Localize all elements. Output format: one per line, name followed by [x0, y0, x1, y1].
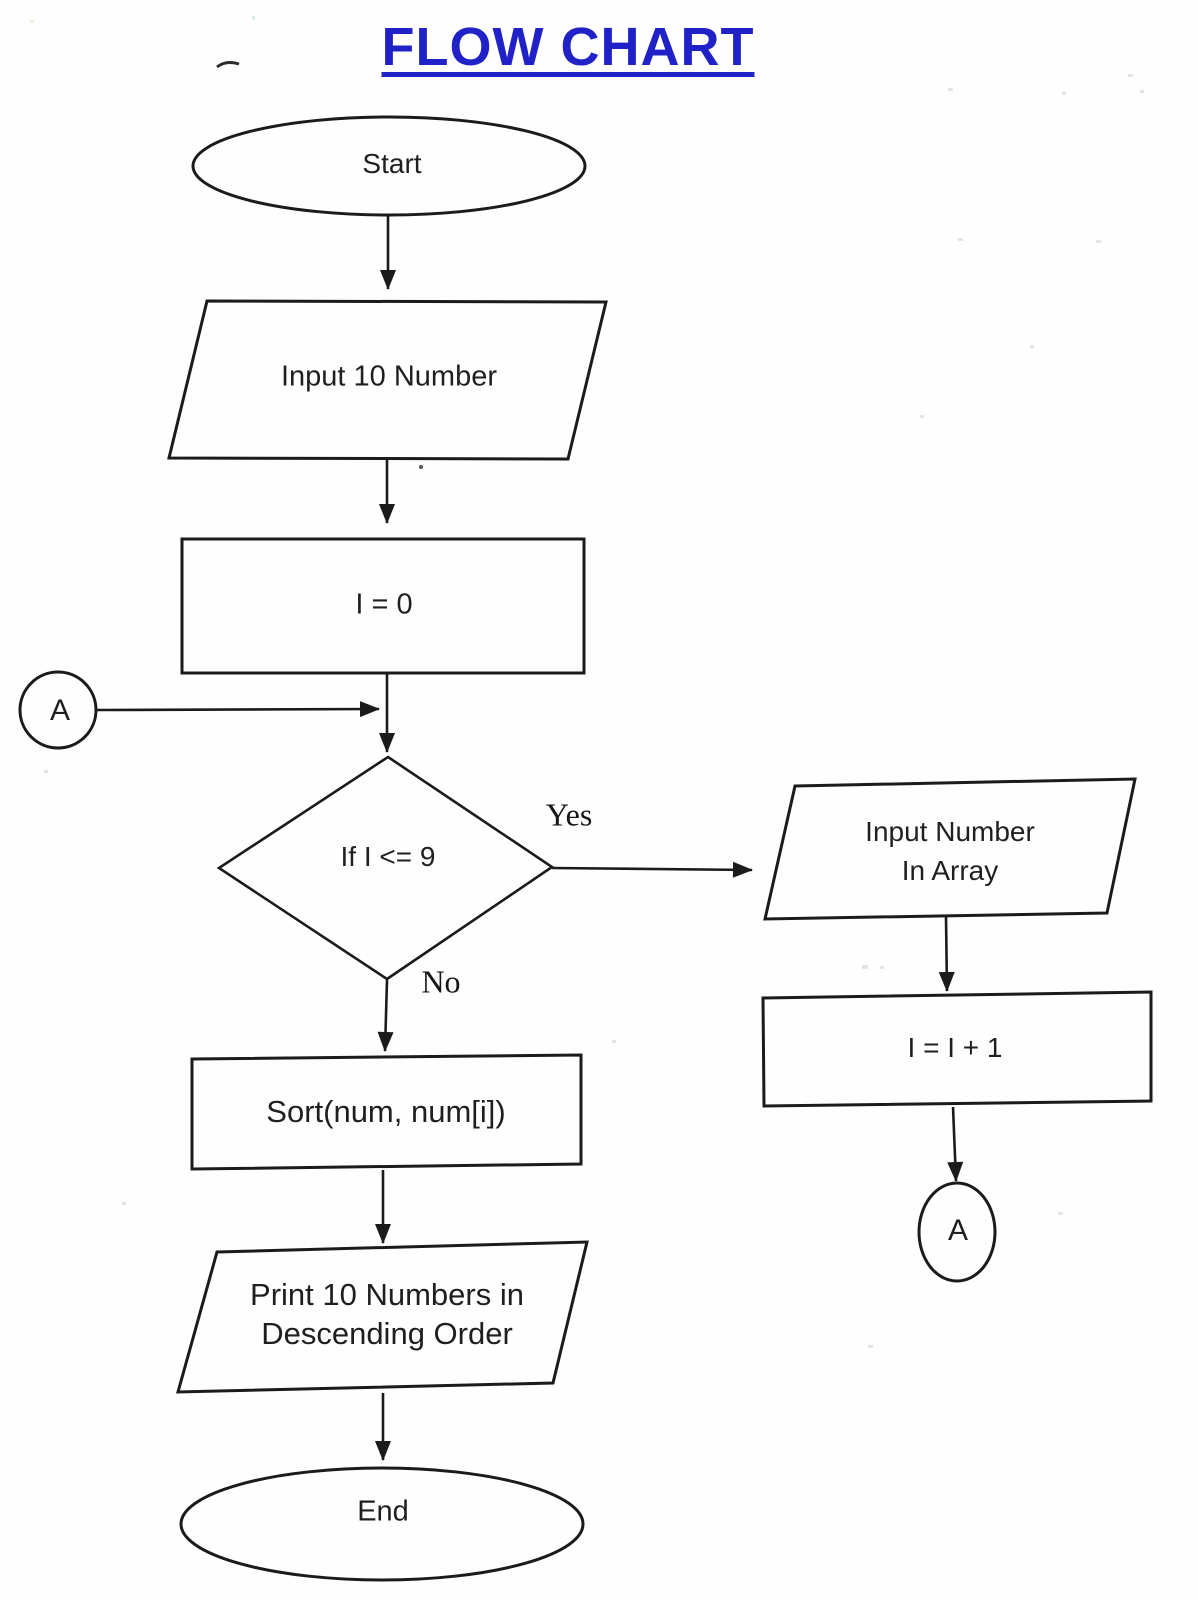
- decision-label: If I <= 9: [340, 841, 436, 872]
- end-label: End: [357, 1495, 409, 1528]
- init-process-shape: [180, 537, 586, 675]
- input-numbers-label: Input 10 Number: [280, 360, 498, 393]
- start-terminator-shape: [191, 115, 587, 217]
- increment-process-shape: [761, 990, 1153, 1108]
- input-array-label: Input Number In Array: [865, 812, 1035, 890]
- arrow-increment-to-connector: [947, 1106, 964, 1182]
- page-title: FLOW CHART: [381, 17, 755, 77]
- input-array-label-line1: Input Number: [865, 816, 1035, 847]
- end-terminator-shape: [179, 1466, 585, 1582]
- init-label: I = 0: [355, 588, 413, 621]
- connector-a-right-label: A: [947, 1214, 969, 1247]
- input-numbers-io-shape: [167, 299, 608, 461]
- sort-process-shape: [190, 1053, 583, 1171]
- yes-branch-label: Yes: [545, 796, 593, 833]
- input-array-io-shape: [763, 777, 1137, 921]
- no-branch-label: No: [421, 963, 461, 1000]
- print-label: Print 10 Numbers in Descending Order: [250, 1275, 524, 1353]
- connector-a-left-label: A: [49, 694, 71, 727]
- sort-label: Sort(num, num[i]): [266, 1094, 506, 1129]
- connector-a-left-shape: [18, 670, 98, 750]
- input-array-label-line2: In Array: [901, 855, 999, 886]
- connector-a-right-shape: [917, 1181, 997, 1283]
- scan-artifacts: [30, 16, 1144, 1348]
- start-label: Start: [362, 148, 422, 179]
- arrow-yes-branch: [551, 861, 753, 878]
- increment-label: I = I + 1: [907, 1032, 1003, 1063]
- arrow-inputarray-to-increment: [938, 916, 955, 992]
- print-label-line1: Print 10 Numbers in: [250, 1277, 524, 1312]
- arrow-connector-a-left: [96, 701, 380, 718]
- arrow-no-branch: [377, 979, 394, 1052]
- decision-diamond-shape: [216, 755, 555, 981]
- print-io-shape: [176, 1240, 589, 1394]
- print-label-line2: Descending Order: [261, 1316, 513, 1351]
